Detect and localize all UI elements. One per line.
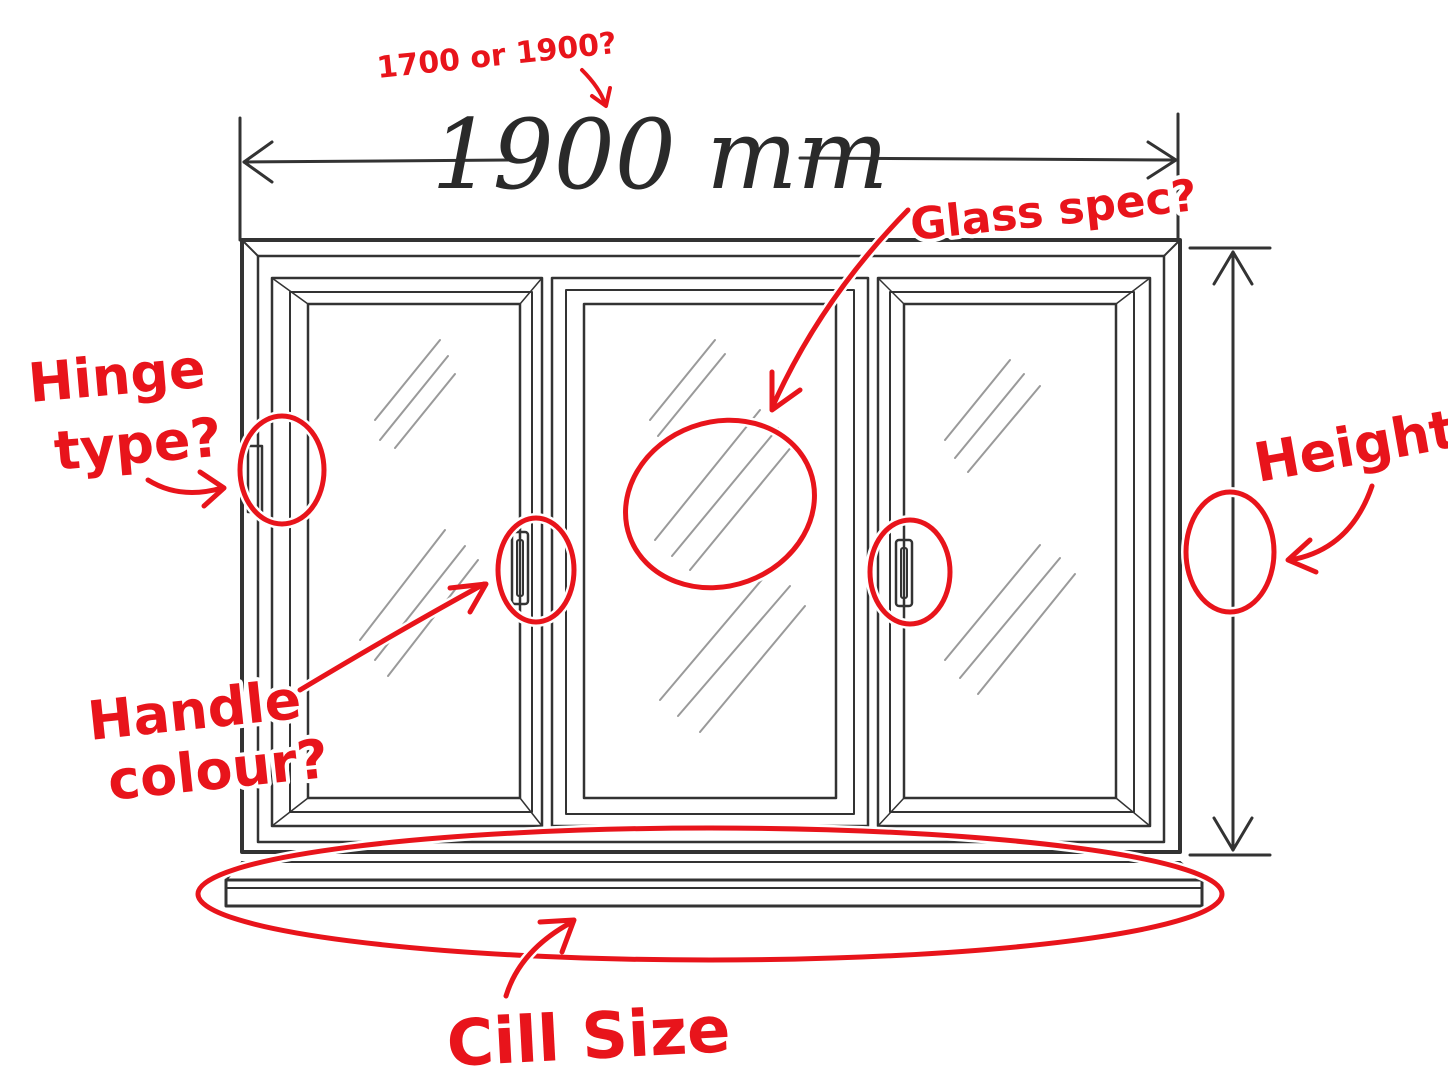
inner-frame — [256, 254, 1166, 844]
centre-glass-pane — [582, 302, 838, 800]
width-label: 1900 mm — [432, 99, 889, 211]
right-handle — [894, 538, 914, 608]
glass-arrowhead — [769, 369, 803, 413]
left-glass-pane — [306, 302, 522, 800]
reflection — [671, 427, 779, 557]
width-dimension: 1900 mm — [238, 99, 1180, 242]
reflection — [649, 339, 716, 421]
left-mitre-bl — [271, 797, 309, 827]
left-sash-bead — [289, 291, 533, 813]
width-question-arrowhead — [590, 86, 612, 108]
height-arrow — [1287, 483, 1375, 563]
height-arrow-bottom — [1212, 816, 1254, 852]
width-arrow-right — [1146, 140, 1178, 180]
glass-arrow — [769, 207, 911, 411]
cill — [224, 878, 1204, 908]
right-sash-outer — [876, 276, 1152, 828]
cill-ellipse — [195, 825, 1225, 963]
reflection — [677, 585, 791, 717]
reflection — [394, 373, 456, 449]
height-arrowhead — [1285, 537, 1319, 575]
left-handle — [510, 530, 530, 606]
frame-mitre-tl — [241, 239, 259, 257]
hinge-label-line1: Hinge — [26, 337, 208, 415]
left-sash — [270, 276, 544, 828]
left-sash-outer — [270, 276, 544, 828]
reflection — [654, 409, 761, 541]
hinge-arrowhead — [197, 469, 227, 509]
right-mitre-tl — [877, 277, 905, 305]
left-mitre-br — [519, 797, 543, 827]
glass-circle-halo — [620, 415, 820, 593]
handle-arrow — [297, 581, 487, 693]
reflection — [659, 569, 771, 701]
right-sash — [876, 276, 1152, 828]
cill-arrowhead — [537, 917, 577, 955]
width-line-right — [798, 156, 1176, 162]
reflection — [967, 385, 1041, 473]
height-circle — [1183, 489, 1277, 615]
window-frame — [224, 238, 1204, 908]
width-arrow-left — [242, 140, 274, 184]
reflection — [954, 373, 1025, 459]
reflection — [944, 359, 1011, 441]
reflection — [944, 544, 1041, 661]
right-handle-grip — [900, 547, 908, 599]
height-dimension — [1188, 246, 1272, 857]
right-sash-bead — [889, 291, 1135, 813]
right-mitre-br — [1115, 797, 1151, 827]
handle-arrowhead — [447, 581, 489, 615]
reflection — [699, 605, 806, 733]
left-handle-grip — [516, 539, 524, 597]
width-line-left — [242, 158, 517, 164]
left-mitre-tl — [271, 277, 309, 305]
glass-circle — [623, 417, 817, 591]
reflection — [959, 557, 1061, 679]
height-arrow-top — [1212, 250, 1254, 286]
reflection — [374, 339, 441, 421]
cill-label: Cill Size — [445, 993, 732, 1082]
reflection — [379, 355, 449, 441]
centre-pane — [550, 276, 870, 828]
centre-frame-outer — [550, 276, 870, 828]
reflection — [359, 529, 446, 641]
right-mitre-tr — [1115, 277, 1151, 305]
reflection — [689, 445, 793, 571]
right-handle-circle — [867, 517, 953, 627]
centre-frame-bead — [565, 289, 855, 815]
cill-arrow — [503, 919, 575, 999]
reflection — [657, 353, 726, 437]
right-mitre-bl — [877, 797, 905, 827]
height-label: Height? — [1249, 392, 1448, 495]
left-handle-circle — [495, 515, 577, 625]
width-question: 1700 or 1900? — [375, 26, 618, 86]
frame-mitre-tr — [1163, 239, 1181, 257]
left-mitre-tr — [519, 277, 543, 305]
hinge-circle — [237, 413, 327, 527]
reflection — [977, 573, 1076, 695]
width-question-arrow — [580, 68, 607, 106]
glass-reflections — [359, 339, 1076, 733]
hinge-arrow — [145, 477, 225, 495]
right-glass-pane — [902, 302, 1118, 800]
